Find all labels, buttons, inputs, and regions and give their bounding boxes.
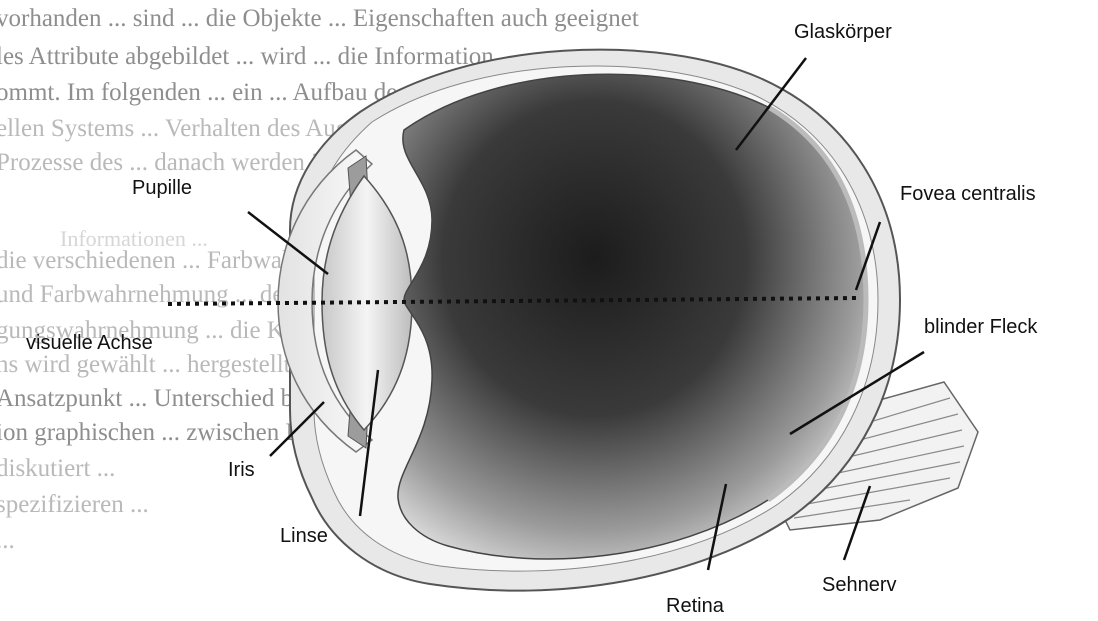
label-fovea-centralis: Fovea centralis bbox=[900, 182, 1036, 206]
svg-text:ellen Systems ... Verhalten de: ellen Systems ... Verhalten des Auges bbox=[0, 115, 369, 142]
label-pupille: Pupille bbox=[132, 176, 192, 200]
label-sehnerv: Sehnerv bbox=[822, 573, 897, 597]
svg-text:Prozesse des ... danach werden: Prozesse des ... danach werden im bbox=[0, 149, 338, 176]
label-glaskoerper: Glaskörper bbox=[794, 20, 892, 44]
svg-text:...: ... bbox=[0, 527, 15, 554]
label-linse: Linse bbox=[280, 524, 328, 548]
svg-text:diskutiert ...: diskutiert ... bbox=[0, 455, 115, 482]
label-retina: Retina bbox=[666, 594, 724, 618]
label-iris: Iris bbox=[228, 458, 255, 482]
svg-text:les Attribute abgebildet ... w: les Attribute abgebildet ... wird ... di… bbox=[0, 43, 494, 70]
label-visuelle-achse: visuelle Achse bbox=[26, 331, 153, 355]
label-blinder-fleck: blinder Fleck bbox=[924, 315, 1037, 339]
svg-text:vorhanden ... sind ... die Obj: vorhanden ... sind ... die Objekte ... E… bbox=[0, 5, 639, 32]
svg-text:spezifizieren ...: spezifizieren ... bbox=[0, 491, 149, 518]
